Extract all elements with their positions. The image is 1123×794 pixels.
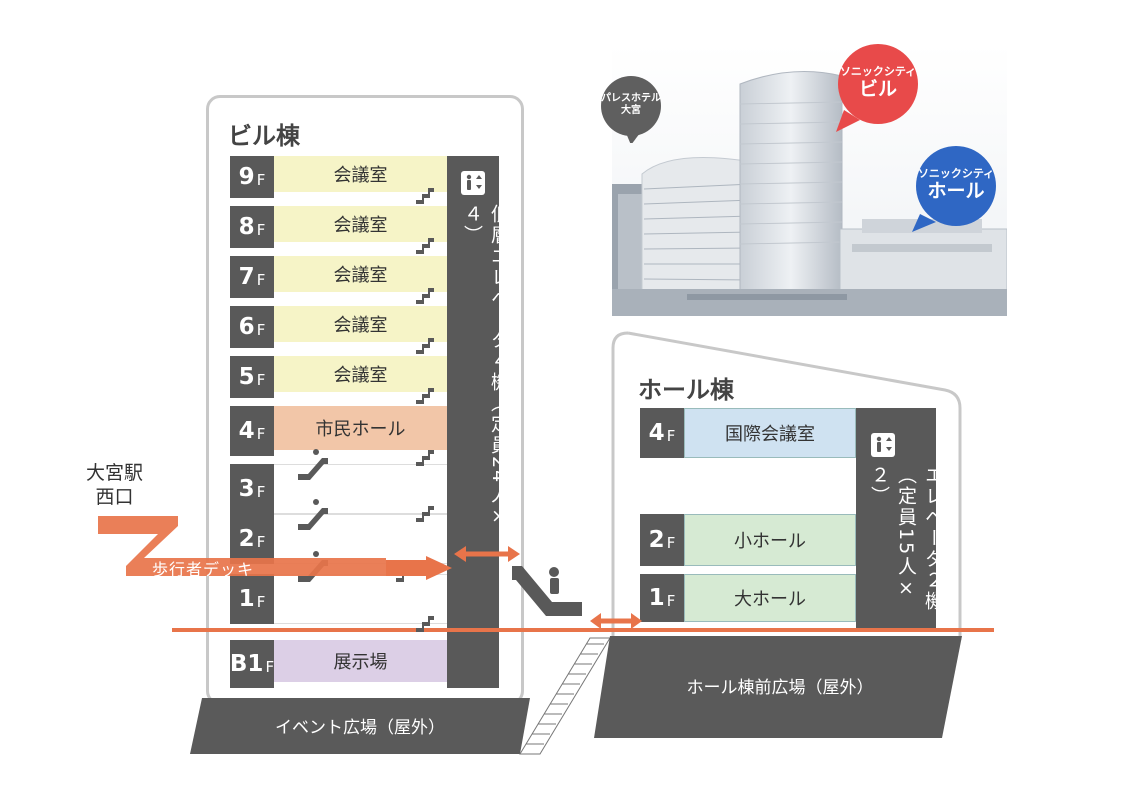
event-plaza-label: イベント広場（屋外）	[275, 717, 445, 738]
callout-sonic-building-line2: ビル	[858, 77, 897, 100]
hall-room-4: 国際会議室	[684, 408, 856, 458]
floor-suffix: F	[256, 220, 266, 239]
floor-suffix: F	[256, 270, 266, 289]
ground-plazas	[190, 636, 962, 755]
building-b-title: ビル棟	[228, 122, 300, 150]
room-7: 会議室	[274, 256, 447, 292]
callout-sonic-hall-line2: ホール	[927, 179, 985, 202]
hall-room-1: 大ホール	[684, 574, 856, 622]
deck-label: 歩行者デッキ	[152, 560, 255, 579]
floor-suffix: F	[256, 532, 266, 551]
elevator-icon	[871, 433, 895, 457]
building-h-elevator-shaft	[856, 408, 936, 632]
floor-suffix: F	[256, 592, 266, 611]
room-4: 市民ホール	[274, 406, 447, 450]
building-b-elevator-shaft	[447, 156, 499, 688]
floor-suffix: F	[666, 426, 676, 445]
floor-number: 1	[238, 586, 255, 612]
floor-suffix: F	[666, 591, 676, 610]
elevator-icon	[461, 171, 485, 195]
floor-number: 6	[238, 314, 255, 340]
room-5: 会議室	[274, 356, 447, 392]
callout-palace-line2: 大宮	[621, 104, 641, 116]
callout-palace-hotel: パレスホテル 大宮	[596, 73, 666, 143]
floor-number: B1	[229, 651, 264, 677]
floor-suffix: F	[666, 533, 676, 552]
building-h-elevator-label: エレベータ２機（定員15人×２）	[868, 465, 944, 612]
floor-suffix: F	[256, 320, 266, 339]
building-b-elevator-label: 低層エレベータ４機（定員24人×４）	[461, 204, 510, 530]
callout-sonic-city-building: ソニックシティ ビル	[830, 40, 926, 136]
callout-sonic-building-line1: ソニックシティ	[839, 65, 917, 78]
floor-number: 4	[648, 420, 665, 446]
floor-number: 2	[648, 527, 665, 553]
room-2	[274, 514, 447, 564]
bidirectional-arrow-icon	[590, 613, 642, 629]
station-exit: 西口	[95, 485, 134, 508]
hall-room-2: 小ホール	[684, 514, 856, 566]
callout-palace-line1: パレスホテル	[601, 93, 661, 104]
callout-sonic-hall-line1: ソニックシティ	[917, 167, 995, 180]
floor-number: 7	[238, 264, 255, 290]
floor-number: 9	[238, 164, 255, 190]
room-8: 会議室	[274, 206, 447, 242]
callout-sonic-city-hall: ソニックシティ ホール	[906, 140, 1002, 236]
floor-suffix: F	[265, 657, 275, 676]
floor-number: 5	[238, 364, 255, 390]
ground-line	[172, 628, 994, 632]
callout-bubble-icon	[836, 44, 918, 132]
room-6: 会議室	[274, 306, 447, 342]
floor-suffix: F	[256, 170, 266, 189]
room-9: 会議室	[274, 156, 447, 192]
hall-plaza-label: ホール棟前広場（屋外）	[686, 677, 874, 698]
bidirectional-arrow-icon	[454, 546, 520, 562]
escalator-icon	[512, 566, 582, 616]
floor-number: 1	[648, 585, 665, 611]
room-1	[274, 574, 447, 624]
room-3	[274, 464, 447, 514]
building-h-outline	[611, 331, 962, 640]
floor-suffix: F	[256, 482, 266, 501]
floor-number: 8	[238, 214, 255, 240]
station-label: 大宮駅 西口	[86, 462, 143, 510]
floor-suffix: F	[256, 424, 266, 443]
callout-bubble-icon	[912, 146, 996, 232]
building-h-title: ホール棟	[638, 376, 734, 404]
floor-number: 3	[238, 476, 255, 502]
room-b1: 展示場	[274, 640, 447, 682]
floor-number: 4	[238, 418, 255, 444]
pedestrian-deck-arrow	[98, 516, 452, 580]
stairs-icons	[298, 188, 434, 632]
stairs-icon	[396, 188, 434, 632]
floor-number: 2	[238, 526, 255, 552]
floor-suffix: F	[256, 370, 266, 389]
hall-gap	[640, 458, 856, 514]
callout-bubble-icon	[601, 76, 661, 143]
station-name: 大宮駅	[86, 462, 144, 484]
